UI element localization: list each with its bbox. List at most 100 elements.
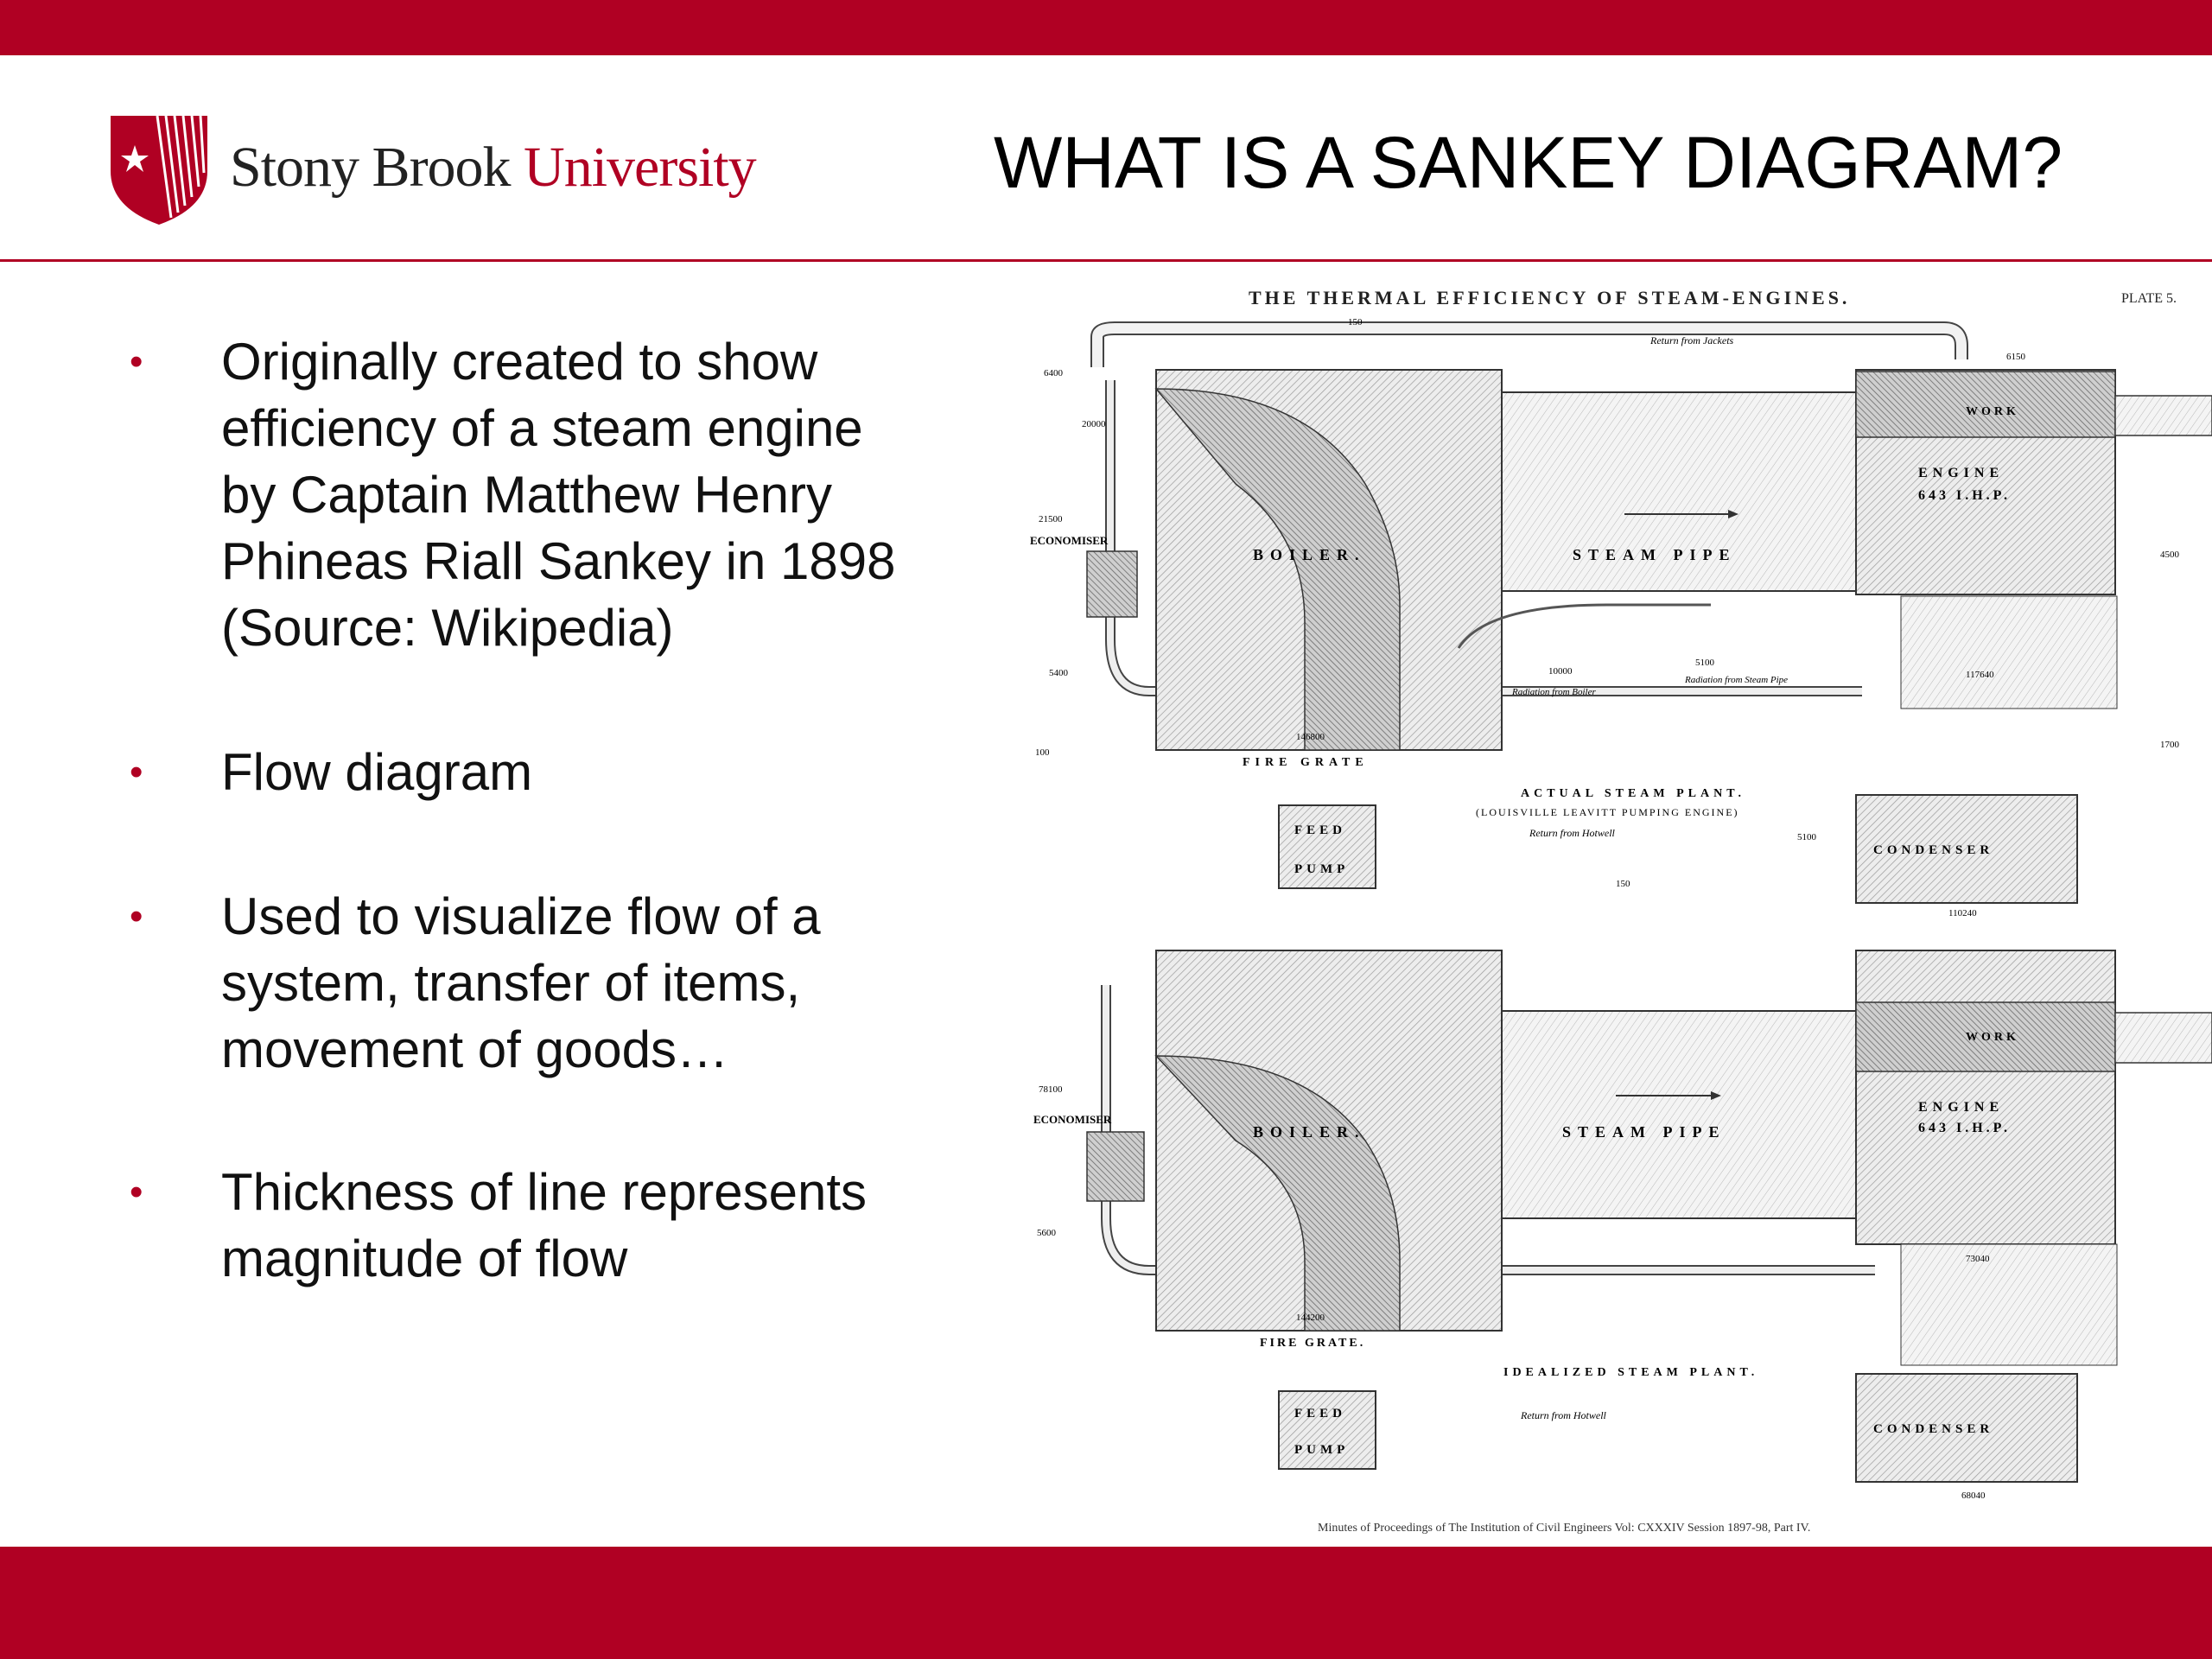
logo-word-stony-brook: Stony Brook (230, 136, 512, 199)
bullet-dot-icon: • (130, 1171, 143, 1213)
jacket-return-loop-fill (1092, 323, 1967, 367)
work-arrow-band (2114, 1012, 2212, 1064)
work-output-band (1855, 371, 2116, 438)
steam-pipe-label: STEAM PIPE (1573, 546, 1737, 563)
condenser-block (1855, 1373, 2078, 1483)
boiler-label: BOILER. (1253, 1123, 1366, 1141)
bullet-item: • Thickness of line represents magnitude … (130, 1159, 925, 1292)
radiation-flow (1457, 603, 1711, 649)
pump-label: PUMP (1294, 862, 1349, 876)
value-label: 73040 (1966, 1254, 1990, 1264)
engine-label: ENGINE (1918, 466, 2004, 480)
engine-to-condenser-band (1900, 1243, 2118, 1366)
value-label: 150 (1616, 879, 1630, 889)
boiler-label: BOILER. (1253, 546, 1366, 563)
logo-wordmark: Stony Brook University (230, 135, 757, 200)
economiser-label: ECONOMISER (1033, 1113, 1112, 1126)
bullet-text: Originally created to show efficiency of… (221, 333, 896, 657)
idealized-plant-caption: IDEALIZED STEAM PLANT. (1503, 1366, 1758, 1379)
fire-grate-label: FIRE GRATE (1243, 756, 1369, 769)
feed-label: FEED (1294, 1407, 1346, 1421)
bullet-dot-icon: • (130, 340, 143, 383)
radiation-pipe-label: Radiation from Steam Pipe (1684, 675, 1788, 685)
value-label: 68040 (1961, 1491, 1986, 1501)
work-arrow-band (2114, 395, 2212, 436)
header-divider (0, 259, 2212, 262)
jacket-return-loop (1090, 321, 1968, 367)
condenser-block (1855, 794, 2078, 904)
actual-steam-plant-diagram: BOILER. STEAM PIPE ENGINE 643 I.H.P. WOR… (1030, 317, 2212, 918)
value-label: 146800 (1296, 732, 1325, 742)
plate-label: PLATE 5. (2121, 291, 2177, 306)
feed-return-loop-fill (1107, 380, 1862, 695)
value-label: 150 (1348, 317, 1363, 327)
value-label: 5400 (1049, 668, 1069, 678)
radiation-boiler-label: Radiation from Boiler (1511, 687, 1596, 697)
return-hotwell-label: Return from Hotwell (1529, 827, 1616, 839)
bullet-list: • Originally created to show efficiency o… (130, 328, 925, 1370)
value-label: 5100 (1797, 832, 1817, 842)
engine-block (1855, 950, 2116, 1245)
return-hotwell-label: Return from Hotwell (1520, 1409, 1607, 1421)
value-label: 144200 (1296, 1313, 1325, 1323)
value-label: 6150 (2006, 352, 2026, 362)
value-label: 5600 (1037, 1228, 1057, 1238)
boiler-flow-curve (1154, 1055, 1401, 1332)
source-note: Minutes of Proceedings of The Institutio… (1318, 1522, 1810, 1535)
value-label: 100 (1035, 747, 1050, 758)
value-label: 78100 (1039, 1084, 1063, 1095)
value-label: 21500 (1039, 514, 1063, 524)
engine-to-condenser-band (1900, 595, 2118, 709)
engine-label: ENGINE (1918, 1100, 2004, 1115)
economiser-block (1086, 1131, 1145, 1202)
logo-word-university: University (524, 136, 757, 199)
work-label: WORK (1966, 1031, 2019, 1044)
bullet-text: Flow diagram (221, 743, 533, 801)
arrow-head-icon (1728, 510, 1738, 518)
return-jackets-label: Return from Jackets (1649, 334, 1734, 346)
idealized-steam-plant-diagram: BOILER. STEAM PIPE ENGINE 643 I.H.P. WOR… (1033, 950, 2212, 1501)
steam-pipe-block (1501, 1010, 1857, 1219)
work-output-band (1855, 1001, 2116, 1072)
value-label: 10000 (1548, 666, 1573, 677)
value-label: 4500 (2160, 550, 2180, 560)
bullet-item: • Originally created to show efficiency o… (130, 328, 925, 661)
slide-title: WHAT IS A SANKEY DIAGRAM? (994, 122, 2063, 203)
bullet-text: Used to visualize flow of a system, tran… (221, 887, 821, 1078)
feed-label: FEED (1294, 823, 1346, 837)
value-label: 5100 (1695, 658, 1715, 668)
arrow-head-icon (1711, 1091, 1721, 1100)
actual-plant-subcaption: (LOUISVILLE LEAVITT PUMPING ENGINE) (1476, 806, 1739, 818)
steam-pipe-block (1501, 391, 1857, 592)
bottom-accent-band (0, 1547, 2212, 1659)
actual-plant-caption: ACTUAL STEAM PLANT. (1521, 787, 1745, 800)
bullet-dot-icon: • (130, 751, 143, 793)
economiser-label: ECONOMISER (1030, 534, 1109, 547)
bullet-dot-icon: • (130, 895, 143, 938)
condenser-label: CONDENSER (1873, 1422, 1993, 1436)
feed-pump-block (1278, 1390, 1376, 1470)
sankey-steam-engine-figure: THE THERMAL EFFICIENCY OF STEAM-ENGINES.… (1030, 287, 2212, 1535)
feed-pump-block (1278, 804, 1376, 889)
economiser-block (1086, 550, 1138, 618)
fire-grate-label: FIRE GRATE. (1260, 1337, 1365, 1350)
value-label: 117640 (1966, 670, 1994, 680)
university-logo: Stony Brook University (111, 107, 757, 228)
top-accent-band (0, 0, 2212, 55)
value-label: 110240 (1948, 908, 1977, 918)
bullet-text: Thickness of line represents magnitude o… (221, 1163, 868, 1287)
value-label: 20000 (1082, 419, 1106, 429)
work-label: WORK (1966, 405, 2019, 418)
value-label: 1700 (2160, 740, 2180, 750)
bullet-item: • Used to visualize flow of a system, tra… (130, 883, 925, 1083)
steam-pipe-label: STEAM PIPE (1562, 1123, 1726, 1141)
engine-hp-label: 643 I.H.P. (1918, 1121, 2011, 1135)
bullet-item: • Flow diagram (130, 739, 925, 805)
shield-logo-icon (111, 115, 207, 225)
pump-label: PUMP (1294, 1443, 1349, 1457)
figure-title: THE THERMAL EFFICIENCY OF STEAM-ENGINES. (1249, 287, 1850, 308)
value-label: 6400 (1044, 368, 1064, 378)
feed-return-loop-fill (1103, 985, 1875, 1274)
condenser-label: CONDENSER (1873, 843, 1993, 857)
engine-hp-label: 643 I.H.P. (1918, 488, 2011, 503)
